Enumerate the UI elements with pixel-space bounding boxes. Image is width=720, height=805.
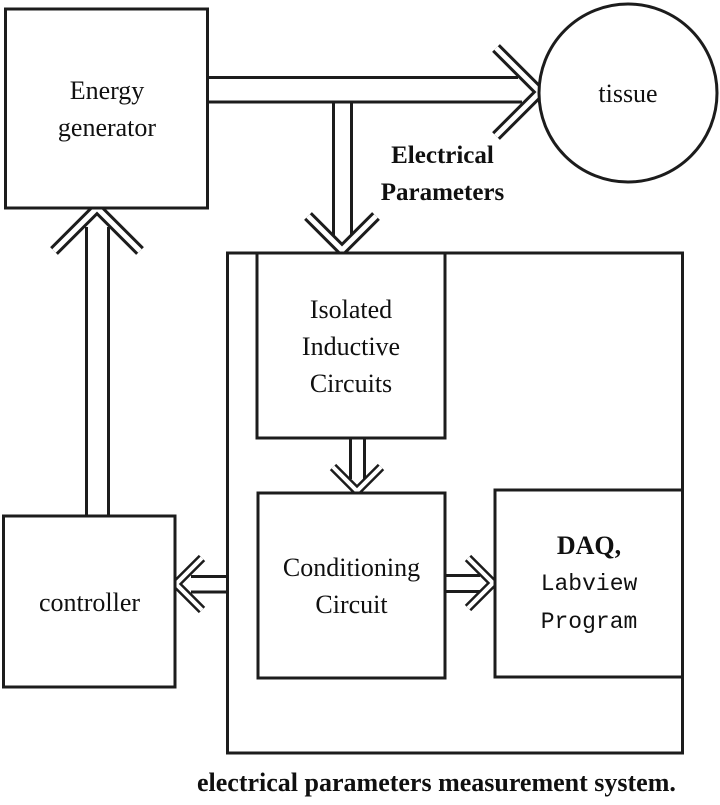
electrical-parameters-label: Electrical Parameters (350, 137, 535, 211)
label-line: Inductive (301, 331, 401, 361)
label-line: Isolated (309, 294, 393, 324)
conditioning-circuit-label: Conditioning Circuit (258, 494, 445, 678)
energy-generator-box (4, 7, 209, 210)
daq-labview-label: DAQ, Labview Program (495, 491, 683, 677)
label-line: Labview (540, 571, 638, 597)
label-line: Program (540, 609, 638, 635)
arrow-isolated-to-conditioning (329, 438, 385, 498)
arrow-conditioning-to-daq (445, 554, 500, 612)
tissue-label: tissue (538, 4, 718, 182)
tissue-circle (537, 2, 719, 184)
daq-labview-box (493, 488, 684, 679)
isolated-inductive-circuits-label: Isolated Inductive Circuits (257, 254, 445, 438)
isolated-inductive-circuits-box (255, 251, 447, 440)
label-line: Parameters (380, 179, 505, 206)
label-line: generator (57, 113, 157, 142)
arrow-parameters-to-measurement-system (304, 102, 380, 258)
conditioning-circuit-box (256, 491, 447, 680)
arrow-energy-to-tissue (208, 44, 548, 140)
arrow-measurement-system-to-controller (169, 554, 228, 614)
label-line: Circuits (309, 368, 393, 398)
label-line: Circuit (315, 590, 388, 619)
controller-label: controller (4, 517, 175, 687)
controller-box (2, 514, 177, 689)
label-line: DAQ, (556, 531, 622, 560)
energy-generator-label: Energy generator (6, 10, 208, 208)
label-line: Conditioning (282, 553, 421, 582)
label-line: tissue (598, 78, 658, 108)
arrow-controller-to-energy (50, 200, 144, 516)
figure-caption: electrical parameters measurement system… (197, 768, 676, 797)
label-line: Electrical (391, 142, 494, 169)
label-line: Energy (69, 76, 145, 105)
label-line: controller (38, 587, 141, 617)
